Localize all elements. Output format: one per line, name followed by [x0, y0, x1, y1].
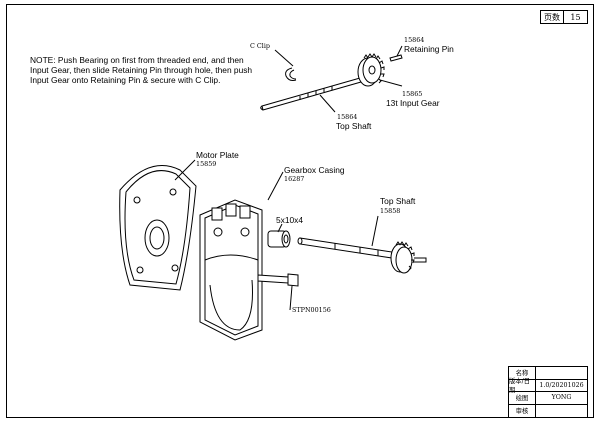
title-block-key: 版本/日期: [509, 378, 536, 394]
top-shaft-part: [260, 77, 362, 111]
bearing-part: [267, 230, 291, 248]
input-gear-top: [357, 53, 385, 87]
page-label: 页数: [541, 11, 564, 23]
label-bearing-size: 5x10x4: [276, 215, 304, 225]
motor-plate-part: [119, 165, 197, 291]
top-shaft-assembled: [297, 237, 393, 259]
retaining-pin-part: [389, 54, 403, 62]
title-block-row: 名称: [509, 367, 587, 380]
title-block-value: [536, 367, 587, 379]
label-input-gear-code: 15865: [402, 90, 423, 98]
title-block-row: 绘图 YONG: [509, 392, 587, 405]
title-block: 名称 版本/日期 1.0/20201026 绘图 YONG 审核: [508, 366, 588, 418]
assembly-note: NOTE: Push Bearing on first from threade…: [30, 55, 253, 85]
label-motor-plate: Motor Plate: [196, 150, 239, 160]
title-block-row: 审核: [509, 404, 587, 418]
label-top-shaft-code-top: 15864: [337, 113, 358, 121]
c-clip-part: [285, 67, 297, 81]
title-block-key: 审核: [509, 404, 536, 417]
input-gear-bottom: [390, 241, 427, 274]
label-c-clip: C Clip: [250, 42, 270, 50]
title-block-row: 版本/日期 1.0/20201026: [509, 378, 587, 394]
title-block-value: [536, 405, 587, 418]
label-retaining-pin: Retaining Pin: [404, 44, 454, 54]
title-block-value: 1.0/20201026: [539, 381, 584, 389]
title-block-value: YONG: [551, 394, 572, 402]
label-screw-code: STPN00156: [292, 306, 331, 314]
label-retaining-pin-code: 15864: [404, 36, 425, 44]
label-top-shaft-top: Top Shaft: [336, 121, 372, 131]
label-top-shaft-bottom: Top Shaft: [380, 196, 416, 206]
screw-part: [257, 273, 299, 287]
gearbox-casing-part: [199, 199, 263, 341]
label-top-shaft-code-bottom: 15858: [380, 207, 401, 215]
page-number-box: 页数 15: [540, 10, 588, 24]
label-motor-plate-code: 15859: [196, 160, 217, 168]
label-input-gear: 13t Input Gear: [386, 98, 440, 108]
title-block-key: 绘图: [509, 392, 536, 404]
label-gearbox-casing: Gearbox Casing: [284, 165, 345, 175]
title-block-key: 名称: [509, 367, 536, 379]
page-number: 15: [570, 12, 581, 22]
label-gearbox-casing-code: 16287: [284, 175, 305, 183]
sheet-border: [6, 4, 594, 418]
